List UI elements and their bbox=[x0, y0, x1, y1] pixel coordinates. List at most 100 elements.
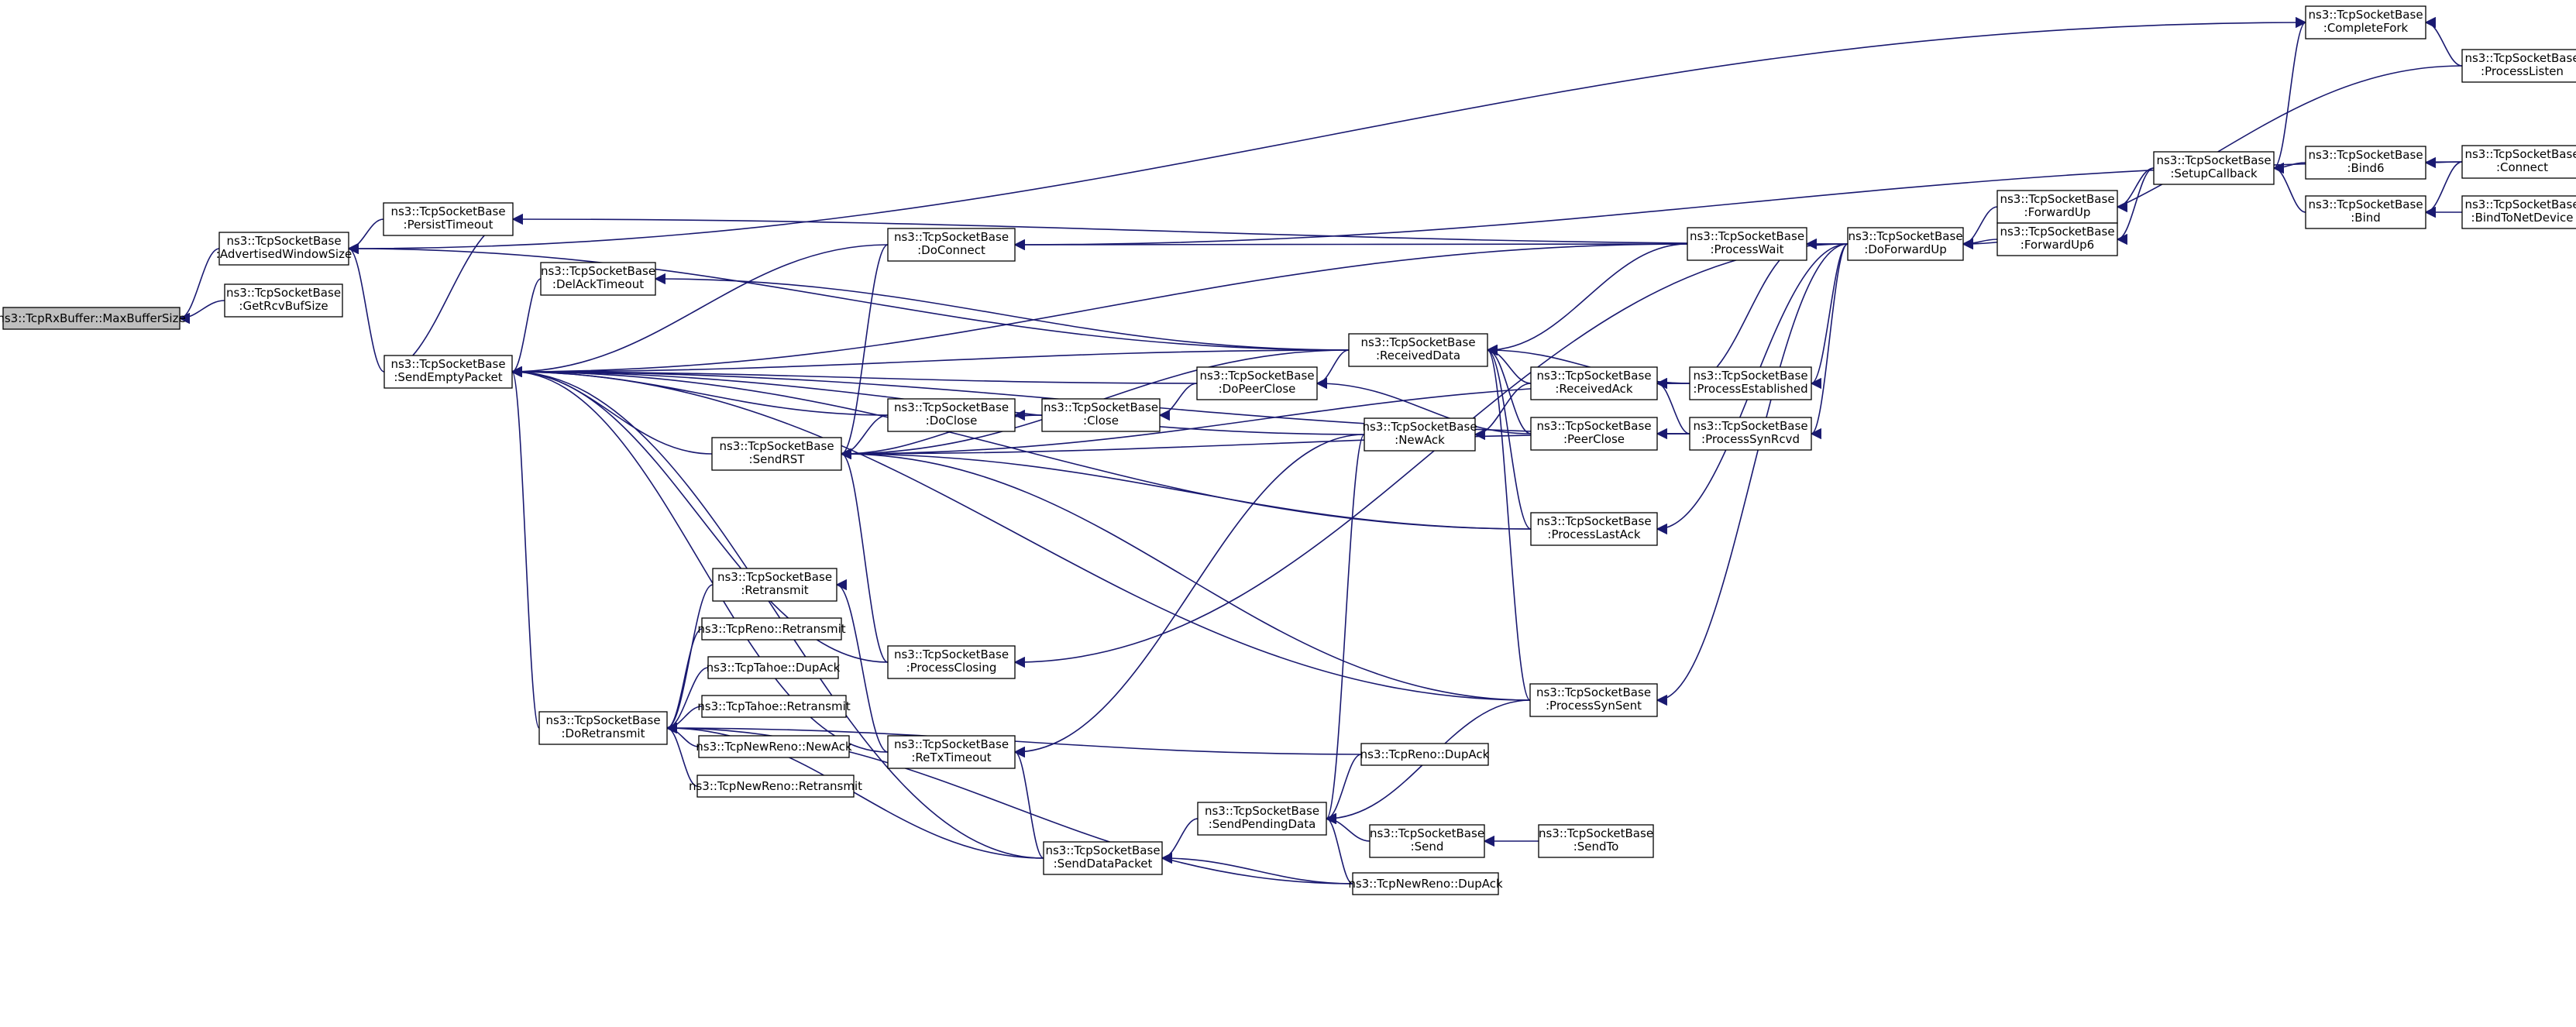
node-renodup[interactable]: ns3::TcpReno::DupAck bbox=[1360, 743, 1490, 766]
node-fwd[interactable]: ns3::TcpSocketBase:ForwardUp bbox=[1996, 190, 2118, 224]
node-recvdata[interactable]: ns3::TcpSocketBase:ReceivedData bbox=[1348, 333, 1488, 367]
node-bind6[interactable]: ns3::TcpSocketBase:Bind6 bbox=[2305, 146, 2426, 180]
node-sendrst[interactable]: ns3::TcpSocketBase:SendRST bbox=[711, 437, 842, 471]
node-label: :ReceivedData bbox=[1376, 349, 1460, 362]
node-root[interactable]: ns3::TcpRxBuffer::MaxBufferSize bbox=[0, 307, 186, 330]
node-doclose[interactable]: ns3::TcpSocketBase:DoClose bbox=[887, 398, 1016, 432]
node-send[interactable]: ns3::TcpSocketBase:Send bbox=[1369, 824, 1485, 858]
node-label: ns3::TcpSocketBase bbox=[1693, 369, 1807, 383]
node-box bbox=[1364, 417, 1476, 452]
edge-sendempty-to-adv bbox=[347, 242, 385, 373]
node-label: :SetupCallback bbox=[2170, 167, 2258, 180]
node-label: :SendDataPacket bbox=[1054, 857, 1153, 871]
node-label: :ProcessSynRcvd bbox=[1701, 432, 1800, 446]
node-delack[interactable]: ns3::TcpSocketBase:DelAckTimeout bbox=[540, 262, 656, 296]
node-peerclose[interactable]: ns3::TcpSocketBase:PeerClose bbox=[1530, 417, 1658, 451]
node-adv[interactable]: ns3::TcpSocketBase:AdvertisedWindowSize bbox=[216, 232, 352, 266]
edge-senddata-to-doret bbox=[665, 722, 1044, 859]
node-label: ns3::TcpTahoe::Retransmit bbox=[697, 699, 851, 713]
edge-doconnect-to-sendempty bbox=[511, 244, 889, 378]
node-bindnet[interactable]: ns3::TcpSocketBase:BindToNetDevice bbox=[2461, 195, 2576, 229]
node-rtx[interactable]: ns3::TcpSocketBase:ReTxTimeout bbox=[887, 735, 1016, 769]
node-tahoedup[interactable]: ns3::TcpTahoe::DupAck bbox=[707, 656, 841, 679]
node-nrret[interactable]: ns3::TcpNewReno::Retransmit bbox=[689, 775, 862, 798]
node-box bbox=[887, 398, 1016, 432]
edge-sendempty-to-persist bbox=[383, 213, 514, 373]
edge-rcvbuf-to-root bbox=[178, 300, 225, 325]
node-box bbox=[2305, 5, 2426, 40]
node-label: ns3::TcpSocketBase bbox=[717, 570, 832, 584]
node-nrnewack[interactable]: ns3::TcpNewReno::NewAck bbox=[696, 735, 852, 758]
edge-plisten-to-completefork bbox=[2424, 16, 2463, 67]
node-bind[interactable]: ns3::TcpSocketBase:Bind bbox=[2305, 195, 2426, 229]
edge-rtx-to-sendempty bbox=[511, 366, 889, 753]
node-label: :Bind bbox=[2351, 211, 2381, 225]
node-label: :Retransmit bbox=[741, 583, 808, 597]
node-rcvbuf[interactable]: ns3::TcpSocketBase:GetRcvBufSize bbox=[224, 283, 343, 318]
node-plisten[interactable]: ns3::TcpSocketBase:ProcessListen bbox=[2461, 49, 2576, 83]
node-label: ns3::TcpSocketBase bbox=[894, 400, 1009, 414]
edge-doconnect-to-sendrst bbox=[840, 244, 889, 460]
node-label: ns3::TcpReno::DupAck bbox=[1360, 747, 1490, 761]
edge-dopeer-to-close bbox=[1158, 383, 1198, 421]
node-psynrcvd[interactable]: ns3::TcpSocketBase:ProcessSynRcvd bbox=[1689, 417, 1812, 451]
edge-synsent-to-sendempty bbox=[511, 366, 1531, 701]
node-box bbox=[2305, 146, 2426, 180]
node-box bbox=[383, 202, 514, 236]
node-label: ns3::TcpSocketBase bbox=[2000, 192, 2114, 206]
node-label: :ReceivedAck bbox=[1555, 382, 1633, 396]
nodes: ns3::TcpRxBuffer::MaxBufferSizens3::TcpS… bbox=[0, 5, 2576, 895]
node-box bbox=[887, 645, 1016, 679]
node-nrdup[interactable]: ns3::TcpNewReno::DupAck bbox=[1348, 872, 1503, 895]
edge-setup-to-completefork bbox=[2273, 16, 2307, 169]
edge-recvdata-to-dopeer bbox=[1316, 349, 1350, 390]
node-box bbox=[383, 355, 513, 389]
node-label: ns3::TcpSocketBase bbox=[2464, 198, 2576, 211]
node-doconnect[interactable]: ns3::TcpSocketBase:DoConnect bbox=[887, 228, 1016, 262]
node-connect[interactable]: ns3::TcpSocketBase:Connect bbox=[2461, 145, 2576, 179]
edge-rtx-to-retransmit bbox=[835, 579, 889, 753]
edge-synsent-to-sendrst bbox=[840, 448, 1531, 701]
node-dofwd[interactable]: ns3::TcpSocketBase:DoForwardUp bbox=[1847, 227, 1964, 261]
node-close[interactable]: ns3::TcpSocketBase:Close bbox=[1041, 398, 1161, 432]
edge-peerclose-to-dopeer bbox=[1316, 377, 1532, 434]
edge-pest-to-pwait bbox=[1689, 238, 1808, 384]
node-renoret[interactable]: ns3::TcpReno::Retransmit bbox=[697, 617, 846, 641]
node-label: :SendPendingData bbox=[1209, 817, 1316, 831]
node-doret[interactable]: ns3::TcpSocketBase:DoRetransmit bbox=[538, 711, 668, 745]
node-label: ns3::TcpSocketBase bbox=[1362, 420, 1477, 434]
node-box bbox=[1530, 512, 1658, 546]
node-label: :DelAckTimeout bbox=[552, 277, 644, 291]
node-label: :DoClose bbox=[926, 414, 978, 428]
node-sendpending[interactable]: ns3::TcpSocketBase:SendPendingData bbox=[1197, 802, 1327, 836]
node-label: :Bind6 bbox=[2347, 161, 2384, 175]
node-label: ns3::TcpRxBuffer::MaxBufferSize bbox=[0, 311, 186, 325]
node-label: ns3::TcpSocketBase bbox=[1693, 419, 1807, 433]
node-lastack[interactable]: ns3::TcpSocketBase:ProcessLastAck bbox=[1530, 512, 1658, 546]
node-retransmit[interactable]: ns3::TcpSocketBase:Retransmit bbox=[712, 568, 837, 602]
node-synsent[interactable]: ns3::TcpSocketBase:ProcessSynSent bbox=[1529, 683, 1658, 717]
node-dopeer[interactable]: ns3::TcpSocketBase:DoPeerClose bbox=[1196, 366, 1318, 400]
node-setup[interactable]: ns3::TcpSocketBase:SetupCallback bbox=[2153, 151, 2275, 185]
node-pest[interactable]: ns3::TcpSocketBase:ProcessEstablished bbox=[1689, 366, 1812, 400]
node-label: ns3::TcpSocketBase bbox=[1536, 685, 1651, 699]
node-label: ns3::TcpSocketBase bbox=[226, 234, 341, 248]
edge-bind-to-setup bbox=[2272, 162, 2306, 213]
node-tahoeret[interactable]: ns3::TcpTahoe::Retransmit bbox=[697, 695, 851, 718]
node-recvack[interactable]: ns3::TcpSocketBase:ReceivedAck bbox=[1530, 366, 1658, 400]
node-box bbox=[701, 617, 842, 641]
node-fwd6[interactable]: ns3::TcpSocketBase:ForwardUp6 bbox=[1996, 222, 2118, 256]
node-pwait[interactable]: ns3::TcpSocketBase:ProcessWait bbox=[1687, 227, 1807, 261]
node-senddata[interactable]: ns3::TcpSocketBase:SendDataPacket bbox=[1043, 841, 1163, 875]
node-newack[interactable]: ns3::TcpSocketBase:NewAck bbox=[1362, 417, 1477, 452]
node-completefork[interactable]: ns3::TcpSocketBase:CompleteFork bbox=[2305, 5, 2426, 40]
node-doclosing[interactable]: ns3::TcpSocketBase:ProcessClosing bbox=[887, 645, 1016, 679]
node-box bbox=[1687, 227, 1807, 261]
node-box bbox=[1996, 222, 2118, 256]
node-persist[interactable]: ns3::TcpSocketBase:PersistTimeout bbox=[383, 202, 514, 236]
node-label: :ForwardUp bbox=[2024, 205, 2091, 219]
node-label: ns3::TcpSocketBase bbox=[390, 204, 505, 218]
node-sendempty[interactable]: ns3::TcpSocketBase:SendEmptyPacket bbox=[383, 355, 513, 389]
node-sendto[interactable]: ns3::TcpSocketBase:SendTo bbox=[1538, 824, 1654, 858]
node-box bbox=[712, 568, 837, 602]
